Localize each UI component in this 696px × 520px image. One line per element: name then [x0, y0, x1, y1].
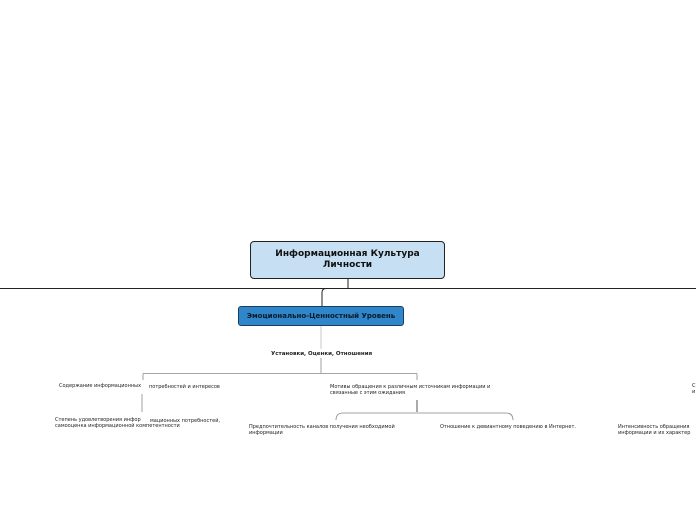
topic-intensity-line2[interactable]: информации и их характер [618, 430, 691, 436]
topic-content-left[interactable]: Содержание информационных [59, 383, 142, 389]
topic-satisfaction-line2[interactable]: самооценка информационной компетентности [55, 423, 180, 429]
main-topic-title: Эмоционально-Ценностный Уровень [246, 312, 396, 320]
topic-motives-line1[interactable]: Мотивы обращения к различным источникам … [330, 384, 491, 390]
edge-fragment-bottom: и [692, 389, 696, 395]
motives-bracket-line [335, 412, 514, 421]
topic-motives-line2[interactable]: связанные с этим ожидания [330, 390, 406, 396]
topic-content-right[interactable]: потребностей и интересов [149, 384, 220, 390]
root-node-title: Информационная Культура Личности [275, 249, 420, 270]
topic-satisfaction-mid: мационных потребностей, [150, 418, 221, 424]
root-to-main-connector [321, 288, 348, 306]
topic-intensity-line1[interactable]: Интенсивность обращения [618, 424, 690, 430]
main-topic-node[interactable]: Эмоционально-Ценностный Уровень [238, 306, 404, 326]
topic-channels-line1[interactable]: Предпочтительность каналов получения нео… [249, 424, 395, 430]
subtopic-label[interactable]: Установки, Оценки, Отношения [271, 351, 373, 357]
edge-fragment-top: С [692, 383, 696, 389]
topic-deviant-behavior[interactable]: Отношение к девиантному поведению в Инте… [440, 424, 577, 430]
topic-satisfaction-line1[interactable]: Степень удовлетворения инфор [55, 417, 141, 423]
root-node[interactable]: Информационная Культура Личности [250, 241, 445, 279]
topic-channels-line2[interactable]: информации [249, 430, 283, 436]
